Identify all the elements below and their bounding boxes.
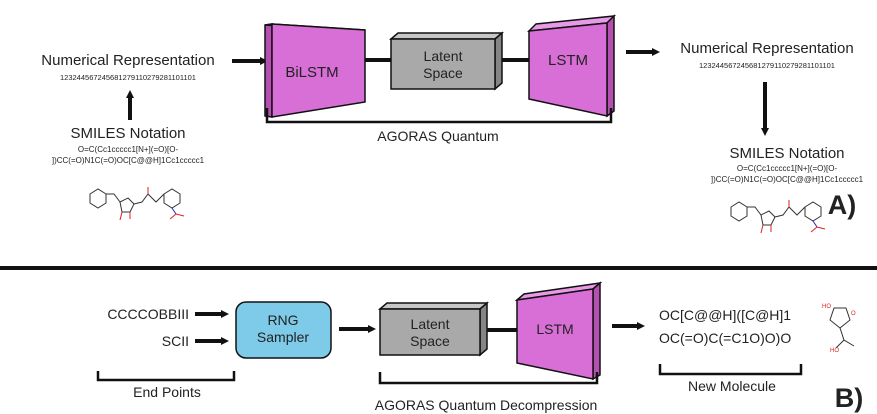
new-molecule-label: New Molecule bbox=[688, 378, 776, 394]
lstm-block-b: LSTM bbox=[514, 281, 603, 381]
molecule-structure-icon bbox=[89, 187, 185, 221]
sampler-label-line1: RNG bbox=[267, 312, 298, 328]
latent-label-line1: Latent bbox=[411, 316, 450, 332]
sampler-label-line2: Sampler bbox=[257, 329, 309, 345]
panel-letter-b: B) bbox=[835, 383, 864, 413]
mol-ho-label: HO bbox=[822, 304, 831, 310]
output-smiles-label: SMILES Notation bbox=[729, 145, 844, 162]
panel-b: CCCCOBBIII SCII End Points RNG Sampler L… bbox=[96, 281, 864, 413]
bilstm-label: BiLSTM bbox=[285, 64, 338, 81]
mol-o-label: O bbox=[851, 311, 856, 317]
bracket bbox=[378, 372, 599, 385]
panel-a: Numerical Representation 123244567245681… bbox=[41, 14, 864, 234]
panel-letter-a: A) bbox=[828, 190, 857, 220]
bilstm-block: BiLSTM bbox=[264, 23, 366, 118]
latent-space-block-a: Latent Space bbox=[388, 31, 505, 91]
mol-ho-label-2: HO bbox=[830, 348, 839, 354]
output-numerical-label: Numerical Representation bbox=[680, 40, 853, 57]
input-digits: 123244567245681279110279281101101 bbox=[60, 73, 196, 82]
latent-space-block-b: Latent Space bbox=[377, 301, 490, 357]
latent-label-line2: Space bbox=[423, 65, 463, 81]
output-smiles-line2: ])CC(=O)N1C(=O)OC[C@@H]1Cc1ccccc1 bbox=[711, 175, 864, 184]
bilstm-front bbox=[271, 23, 366, 118]
endpoint-2-label: SCII bbox=[162, 333, 189, 349]
decompression-label: AGORAS Quantum Decompression bbox=[375, 397, 598, 413]
latent-label-line1: Latent bbox=[424, 48, 463, 64]
lstm-label: LSTM bbox=[536, 321, 573, 337]
end-points-label: End Points bbox=[133, 384, 201, 400]
rng-sampler-block bbox=[235, 301, 332, 359]
bracket bbox=[265, 108, 613, 124]
input-smiles-line2: ])CC(=O)N1C(=O)OC[C@@H]1Cc1ccccc1 bbox=[52, 156, 205, 165]
output-digits: 123244567245681279110279281101101 bbox=[699, 61, 835, 70]
lstm-label: LSTM bbox=[548, 52, 588, 69]
agoras-quantum-label: AGORAS Quantum bbox=[377, 128, 498, 144]
input-smiles-label: SMILES Notation bbox=[70, 125, 185, 142]
endpoint-1-label: CCCCOBBIII bbox=[107, 306, 189, 322]
output-smiles-line1: OC[C@@H]([C@H]1 bbox=[659, 307, 791, 323]
lstm-block-a: LSTM bbox=[526, 14, 617, 118]
bracket bbox=[658, 364, 803, 376]
latent-label-line2: Space bbox=[410, 333, 450, 349]
molecule-structure-icon: HO O HO bbox=[822, 304, 856, 354]
output-smiles-line2: OC(=O)C(=C1O)O)O bbox=[659, 330, 791, 346]
input-smiles-line1: O=C(Cc1ccccc1[N+](=O)[O- bbox=[78, 145, 179, 154]
input-numerical-label: Numerical Representation bbox=[41, 52, 214, 69]
molecule-structure-icon bbox=[730, 200, 826, 234]
bracket bbox=[96, 371, 236, 382]
bilstm-side bbox=[264, 23, 273, 118]
output-smiles-line1: O=C(Cc1ccccc1[N+](=O)[O- bbox=[737, 164, 838, 173]
